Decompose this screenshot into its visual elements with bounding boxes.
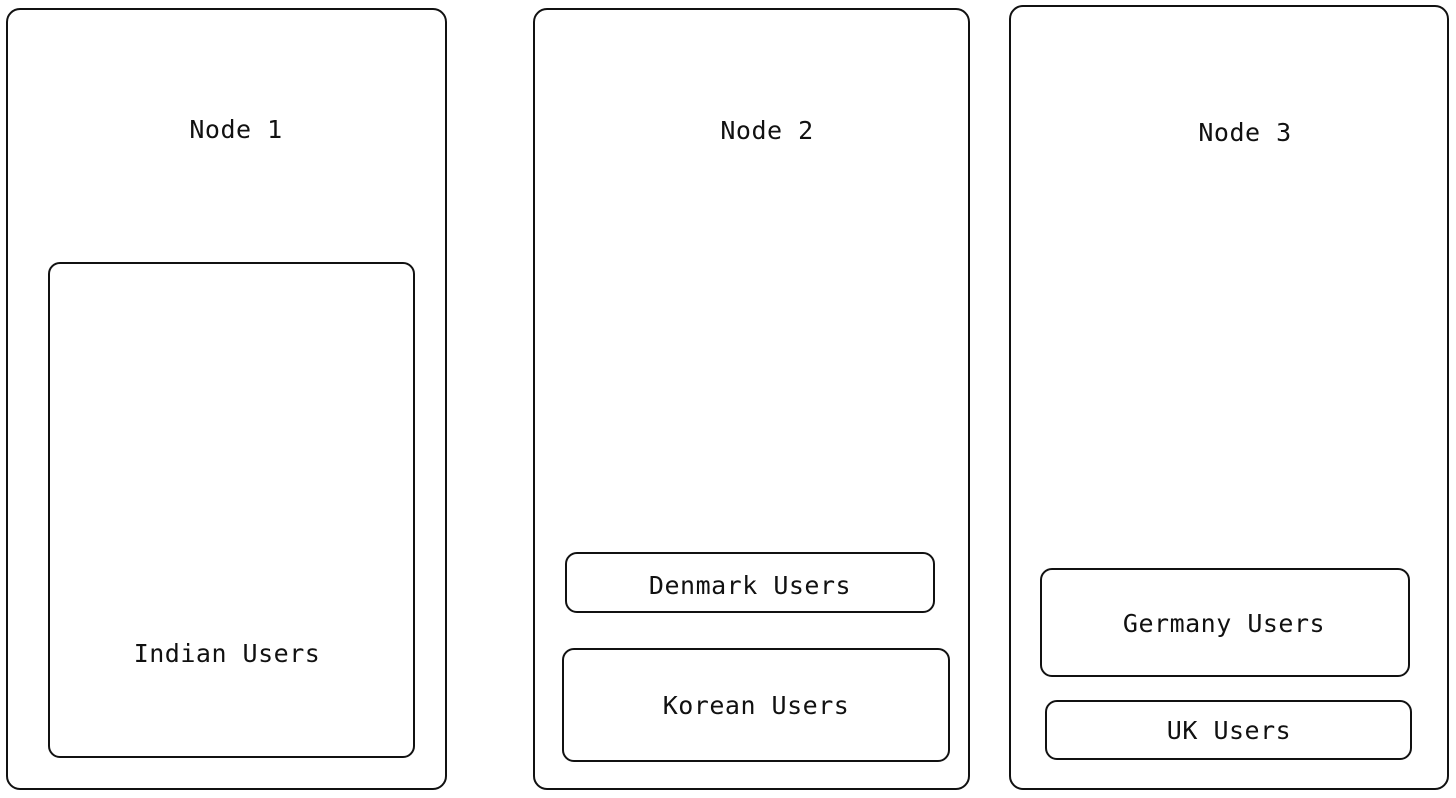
partition-label-korean-users: Korean Users <box>662 691 850 720</box>
partition-label-uk-users: UK Users <box>1166 716 1292 745</box>
partition-label-germany-users: Germany Users <box>1122 609 1326 638</box>
partition-box-denmark-users[interactable] <box>565 552 935 613</box>
partition-label-indian-users: Indian Users <box>133 639 321 668</box>
node-title-2: Node 2 <box>720 116 814 145</box>
partition-box-uk-users[interactable] <box>1045 700 1412 760</box>
partition-box-indian-users[interactable] <box>48 262 415 758</box>
node-title-1: Node 1 <box>189 115 283 144</box>
partition-label-denmark-users: Denmark Users <box>648 571 852 600</box>
partition-box-korean-users[interactable] <box>562 648 950 762</box>
node-title-3: Node 3 <box>1198 118 1292 147</box>
partition-box-germany-users[interactable] <box>1040 568 1410 677</box>
